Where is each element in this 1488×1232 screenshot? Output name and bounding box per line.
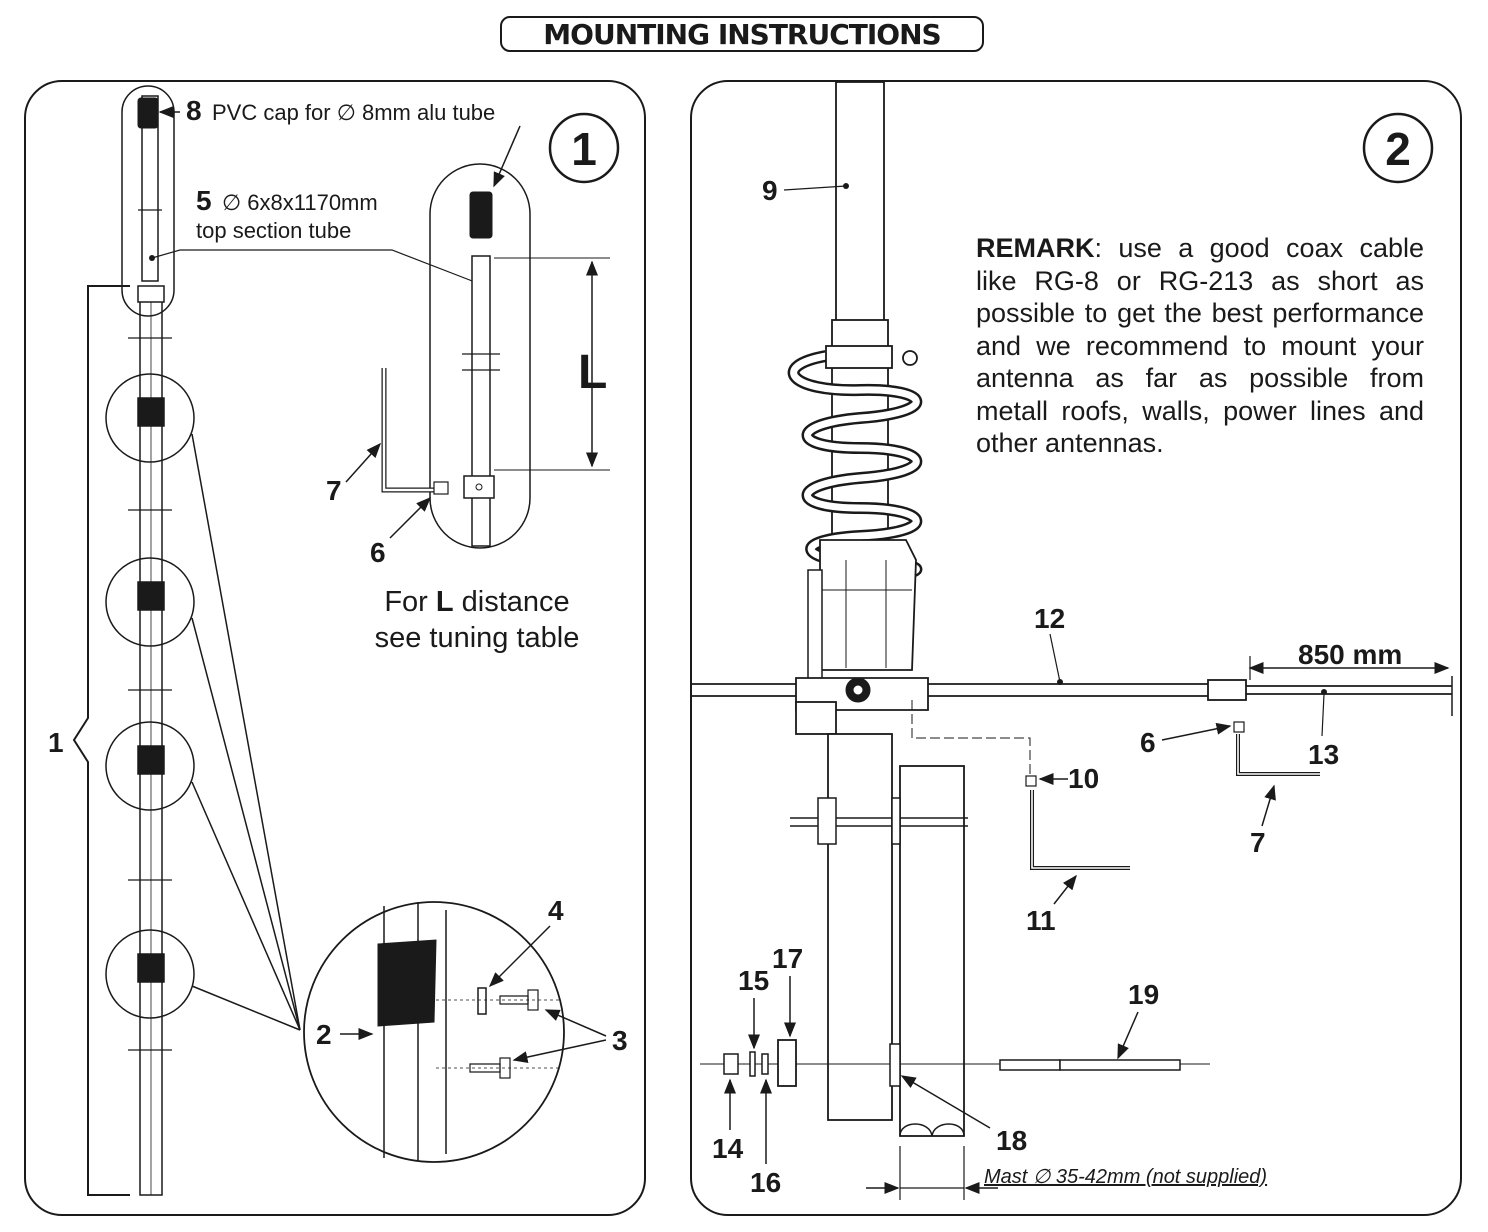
screw-part-6-right [1233, 721, 1245, 733]
screw-part-10 [1025, 775, 1037, 787]
label-part-15: 15 [738, 965, 769, 996]
mast-note: Mast ∅ 35-42mm (not supplied) [984, 1166, 1268, 1188]
step-1-badge: 1 [548, 112, 620, 184]
step-2-badge: 2 [1362, 112, 1434, 184]
label-part-12: 12 [1034, 603, 1065, 634]
label-part-11: 11 [1026, 905, 1056, 936]
label-part-17: 17 [772, 943, 803, 974]
label-part-2: 2 [316, 1019, 332, 1050]
label-part-10: 10 [1068, 763, 1099, 794]
title-box: MOUNTING INSTRUCTIONS [500, 16, 984, 52]
remark-body: : use a good coax cable like RG-8 or RG-… [976, 233, 1424, 458]
antenna-base-assembly [692, 81, 1453, 1137]
allen-key-part-7 [381, 368, 440, 493]
step-1-number: 1 [571, 123, 597, 175]
allen-key-part-11 [1030, 790, 1130, 870]
label-part-18: 18 [996, 1125, 1027, 1156]
label-part-16: 16 [750, 1167, 781, 1198]
label-part-4: 4 [548, 895, 564, 926]
label-part-9: 9 [762, 175, 778, 206]
bracket-part-1 [72, 285, 130, 1196]
step-2-number: 2 [1385, 123, 1411, 175]
label-part-6-right: 6 [1140, 727, 1156, 758]
washer-part-4 [477, 987, 487, 1015]
clamp-detail-circles [105, 373, 301, 1031]
label-part-13: 13 [1308, 739, 1339, 770]
panel-step-1 [24, 80, 646, 1216]
page-title: MOUNTING INSTRUCTIONS [543, 17, 941, 51]
label-part-7: 7 [326, 475, 342, 506]
label-part-8-number: 8 [186, 95, 202, 126]
top-detail-capsule [121, 85, 175, 317]
panel-step-2 [690, 80, 1462, 1216]
label-part-1: 1 [48, 727, 64, 758]
label-part-3: 3 [612, 1025, 628, 1056]
label-part-7-right: 7 [1250, 827, 1266, 858]
dimension-850-label: 850 mm [1298, 639, 1402, 670]
remark-text: REMARK: use a good coax cable like RG-8 … [976, 232, 1424, 460]
label-part-6: 6 [370, 537, 386, 568]
screw-part-6 [433, 481, 449, 495]
label-part-19: 19 [1128, 979, 1159, 1010]
label-part-5-number: 5 [196, 185, 212, 216]
dimension-L-label: L [578, 346, 607, 399]
tuning-note: For L distance see tuning table [374, 586, 580, 654]
label-part-14: 14 [712, 1133, 744, 1164]
label-part-8-text: PVC cap for ∅ 8mm alu tube [212, 100, 495, 125]
remark-heading: REMARK [976, 233, 1095, 263]
bottom-bolt-hardware [723, 1039, 1181, 1087]
top-section-detail [429, 163, 610, 549]
clamp-zoom-detail [303, 901, 565, 1163]
label-part-5-text1: ∅ 6x8x1170mm [222, 190, 378, 215]
label-part-5-text2: top section tube [196, 218, 351, 243]
